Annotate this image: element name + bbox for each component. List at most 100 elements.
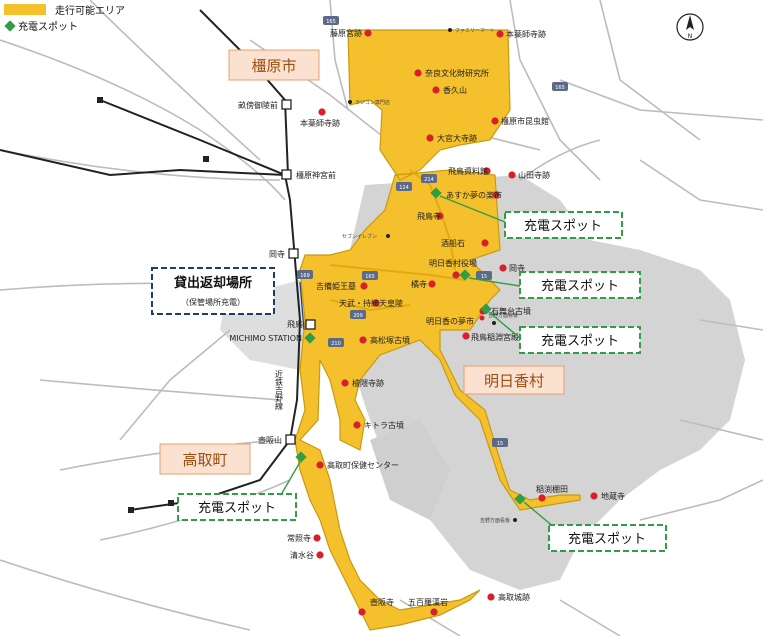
small-labels: ファミリーマート ラジコン専門店 セブンイレブン 吉野方面看板 吉野方面看板 [342, 28, 518, 524]
route-markers: 165 165 124 214 15 15 165 169 209 210 [297, 16, 568, 447]
svg-text:165: 165 [326, 19, 336, 25]
poi[interactable]: キトラ古墳 [353, 420, 404, 430]
svg-text:209: 209 [353, 313, 363, 319]
svg-text:飛鳥寺: 飛鳥寺 [417, 211, 441, 221]
city-label-asuka: 明日香村 [463, 365, 565, 395]
poi[interactable]: 吉備姫王墓 [316, 281, 368, 291]
station-unebi-goryomae[interactable]: 畝傍御陵前 [238, 99, 292, 110]
poi[interactable]: 飛鳥稲淵宮殿跡 [462, 332, 527, 342]
poi[interactable]: 本薬師寺跡 [496, 29, 546, 39]
rental-pointer [299, 281, 305, 331]
svg-text:奈良文化財研究所: 奈良文化財研究所 [425, 68, 489, 78]
poi[interactable]: 清水谷 [290, 550, 324, 560]
city-label-takatori: 高取町 [159, 443, 251, 475]
stations: 畝傍御陵前 橿原神宮前 岡寺 飛鳥 MICHIMO STATION 壺阪山 [229, 99, 336, 445]
poi[interactable]: 岡寺 [499, 264, 525, 273]
svg-text:ラジコン専門店: ラジコン専門店 [355, 99, 390, 106]
svg-text:吉野方面看板: 吉野方面看板 [488, 312, 518, 319]
charging-spot[interactable] [430, 187, 442, 199]
svg-text:香久山: 香久山 [443, 85, 467, 95]
poi[interactable]: 地蔵寺 [590, 491, 625, 501]
svg-text:124: 124 [399, 185, 409, 191]
rental-return-box: 貸出返却場所 （保管場所充電） [151, 267, 275, 315]
points-of-interest: 藤原宮跡 本薬師寺跡 奈良文化財研究所 香久山 本薬師寺跡 橿原市昆虫館 大官大… [287, 28, 625, 616]
route-marker: 15 [476, 271, 492, 280]
route-marker: 15 [492, 438, 508, 447]
svg-text:高取町: 高取町 [182, 451, 227, 469]
poi[interactable]: 酒船石 [441, 238, 489, 248]
poi[interactable]: 大官大寺跡 [426, 133, 477, 143]
legend-area-swatch [4, 4, 46, 15]
charging-spot[interactable] [480, 303, 492, 315]
svg-text:橿原市: 橿原市 [251, 57, 296, 75]
svg-text:大官大寺跡: 大官大寺跡 [437, 133, 477, 143]
svg-text:214: 214 [424, 177, 434, 183]
poi[interactable]: 壺阪寺 [358, 597, 394, 616]
svg-text:明日香村: 明日香村 [484, 372, 544, 390]
svg-text:165: 165 [555, 85, 565, 91]
poi[interactable]: 山田寺跡 [508, 170, 550, 180]
poi[interactable]: 橘寺 [411, 279, 436, 289]
poi[interactable]: 橿原市昆虫館 [491, 116, 549, 126]
legend-spot-icon [4, 20, 16, 32]
svg-text:充電スポット: 充電スポット [524, 218, 602, 234]
poi[interactable]: 稲渕棚田 [536, 484, 568, 502]
poi[interactable]: 天武・持統天皇陵 [339, 298, 403, 308]
station-asuka[interactable]: 飛鳥 MICHIMO STATION [229, 319, 316, 343]
svg-text:セブンイレブン: セブンイレブン [342, 233, 377, 240]
charging-spot[interactable] [514, 493, 526, 505]
station-tsubosakayama[interactable]: 壺阪山 [258, 434, 296, 445]
poi[interactable]: 五百羅漢岩 [408, 597, 448, 616]
charging-spots [295, 187, 526, 505]
poi[interactable]: 常照寺 [287, 534, 321, 543]
poi[interactable]: あすか夢の楽市 [446, 190, 502, 200]
legend: 走行可能エリア 充電スポット [4, 4, 125, 33]
poi[interactable]: 飛鳥寺 [417, 211, 444, 221]
svg-text:酒船石: 酒船石 [441, 238, 465, 248]
charging-spot[interactable] [459, 269, 471, 281]
station-kashihara-jingumae[interactable]: 橿原神宮前 [281, 169, 336, 180]
legend-area-label: 走行可能エリア [55, 4, 125, 17]
route-marker: 169 [297, 270, 313, 279]
poi[interactable]: 檜隈寺跡 [341, 378, 384, 388]
railway-ticks [97, 97, 209, 513]
poi[interactable]: 高取町保健センター [316, 460, 399, 470]
poi[interactable]: 高松塚古墳 [359, 335, 410, 345]
svg-text:稲渕棚田: 稲渕棚田 [536, 484, 568, 494]
charging-callout: 充電スポット [177, 493, 297, 521]
charging-spot[interactable] [304, 332, 316, 344]
poi[interactable]: 香久山 [432, 85, 467, 95]
svg-text:壺阪寺: 壺阪寺 [370, 597, 394, 607]
charging-spot[interactable] [295, 451, 307, 463]
station-okadera[interactable]: 岡寺 [269, 248, 299, 259]
svg-text:藤原宮跡: 藤原宮跡 [330, 28, 362, 38]
poi[interactable]: 高取城跡 [487, 592, 530, 602]
route-marker: 209 [350, 310, 366, 319]
svg-text:地蔵寺: 地蔵寺 [601, 491, 625, 501]
svg-text:橿原神宮前: 橿原神宮前 [296, 170, 336, 180]
charging-callout: 充電スポット [548, 524, 667, 552]
poi[interactable]: 明日香の夢市 [426, 315, 485, 327]
svg-text:石舞台古墳: 石舞台古墳 [491, 306, 531, 316]
svg-text:清水谷: 清水谷 [290, 550, 314, 560]
poi[interactable]: 藤原宮跡 [330, 28, 372, 38]
poi[interactable]: 奈良文化財研究所 [414, 68, 489, 78]
charging-callout: 充電スポット [519, 326, 641, 354]
poi[interactable]: 明日香村役場 [429, 258, 477, 279]
poi[interactable]: 飛鳥資料館 [448, 166, 491, 176]
svg-text:明日香村役場: 明日香村役場 [429, 258, 477, 268]
svg-text:N: N [688, 33, 693, 40]
svg-text:高取城跡: 高取城跡 [498, 592, 530, 602]
svg-text:169: 169 [300, 273, 310, 279]
svg-text:MICHIMO STATION: MICHIMO STATION [229, 334, 302, 343]
city-label-kashihara: 橿原市 [228, 49, 320, 81]
charging-callout: 充電スポット [504, 211, 623, 239]
route-marker: 214 [421, 174, 437, 183]
svg-text:岡寺: 岡寺 [269, 250, 285, 259]
svg-text:充電スポット: 充電スポット [541, 278, 619, 294]
poi[interactable]: 本薬師寺跡 [300, 108, 340, 128]
rail-line-label: 近鉄吉野線 [275, 369, 284, 410]
svg-text:山田寺跡: 山田寺跡 [518, 170, 550, 180]
svg-text:貸出返却場所: 貸出返却場所 [174, 275, 252, 291]
